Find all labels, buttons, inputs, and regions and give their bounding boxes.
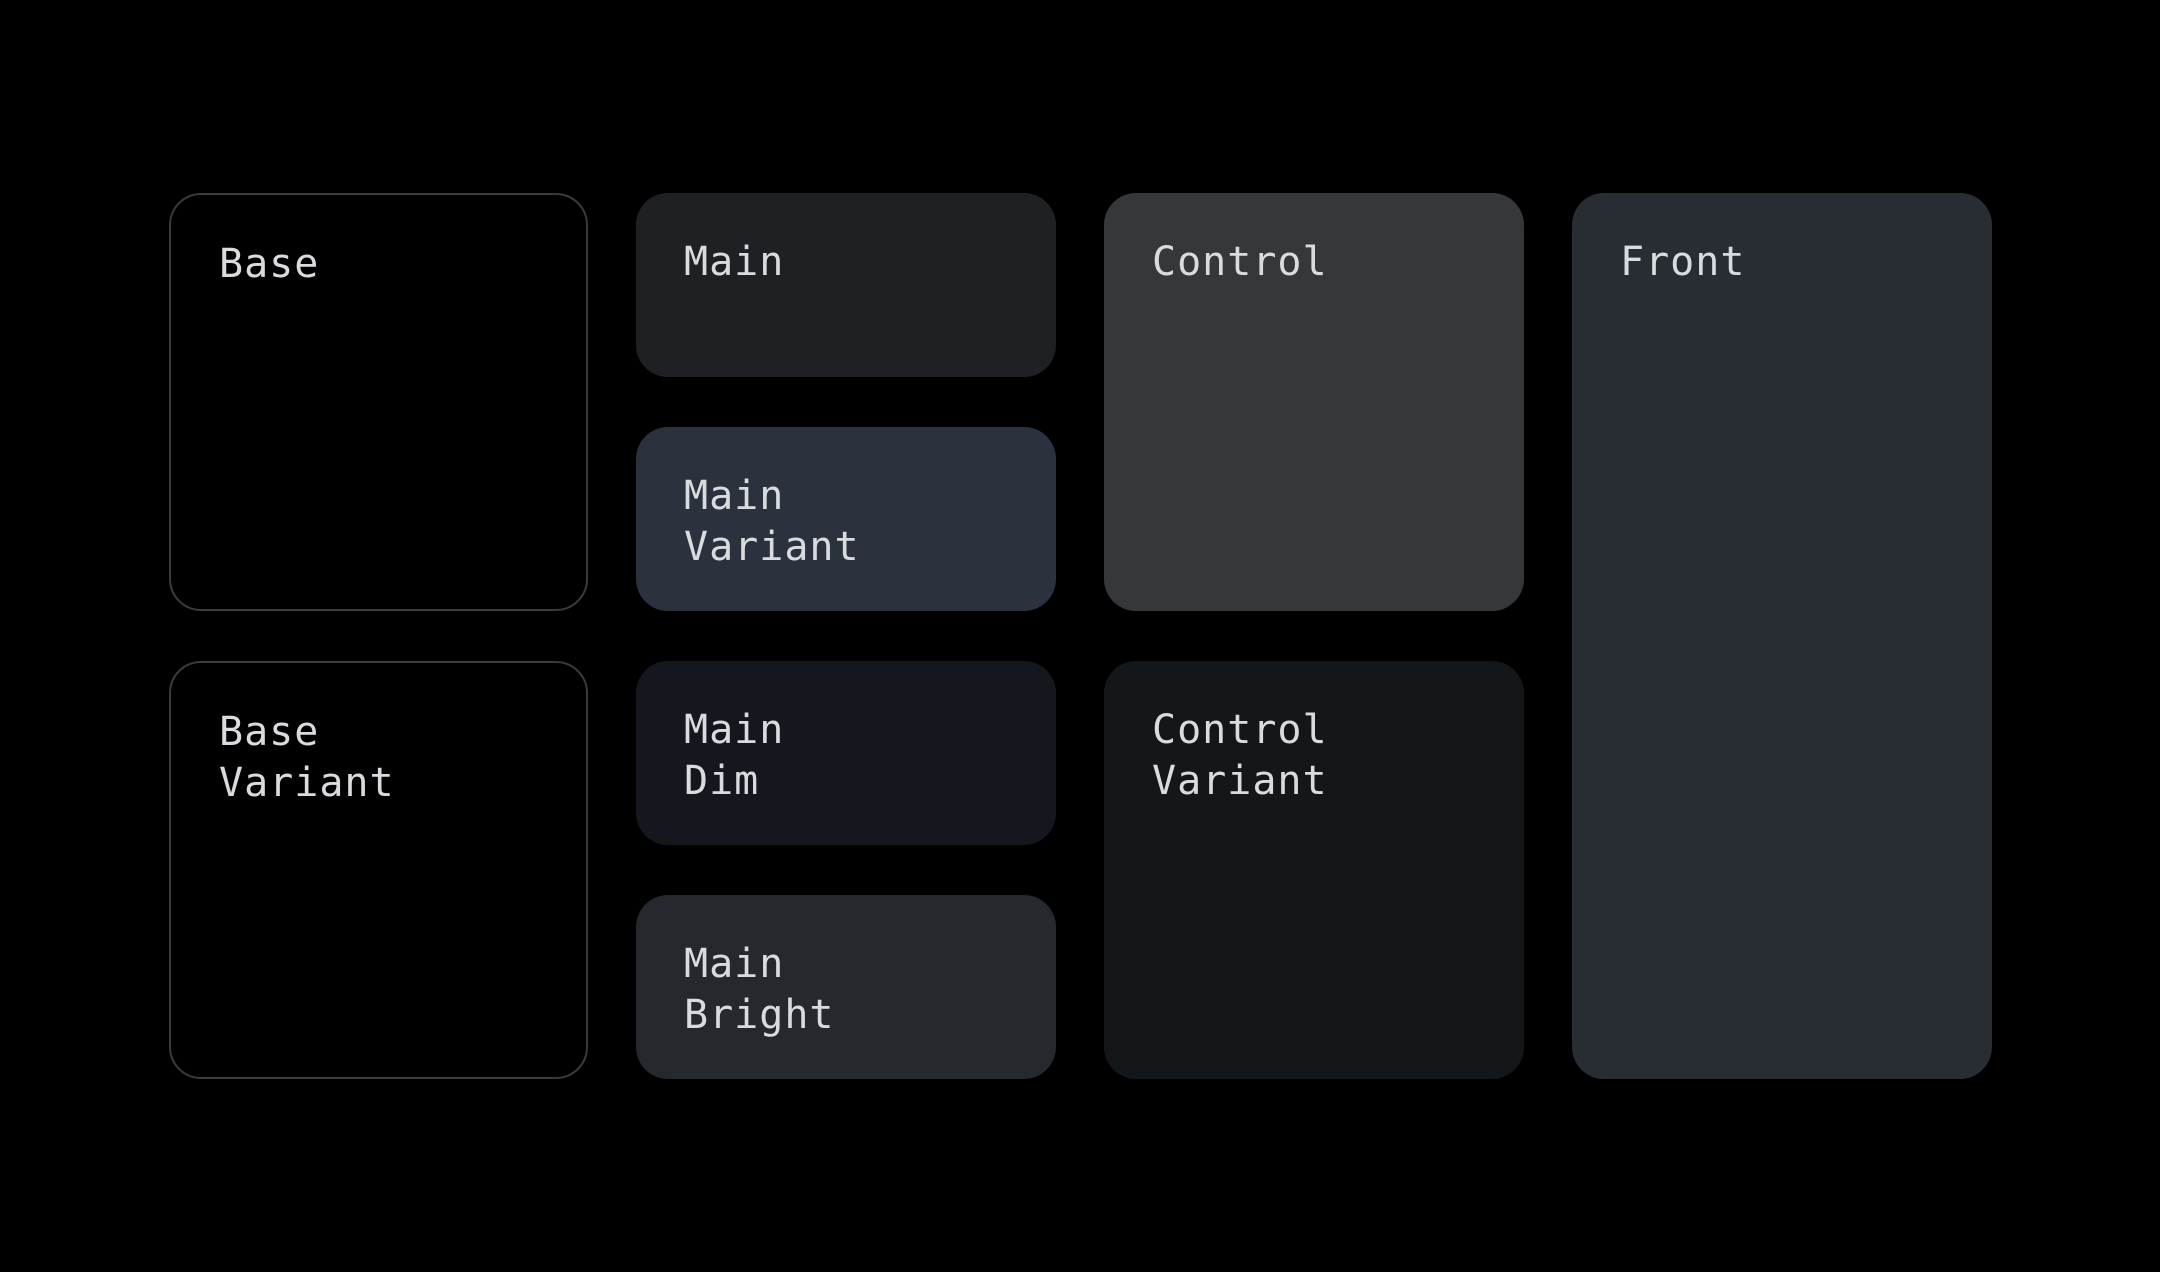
surface-tile-main-bright: Main Bright: [636, 895, 1056, 1079]
surface-tile-main-variant: Main Variant: [636, 427, 1056, 611]
tile-label: Base: [219, 241, 320, 287]
surface-tile-front: Front: [1572, 193, 1992, 1079]
tile-label: Control Variant: [1152, 707, 1328, 804]
tile-label: Main Bright: [684, 941, 835, 1038]
surface-tile-control: Control: [1104, 193, 1524, 611]
tile-label: Main Variant: [684, 473, 860, 570]
tile-label: Main Dim: [684, 707, 785, 804]
surface-tile-base: Base: [169, 193, 588, 611]
tile-label: Control: [1152, 239, 1328, 285]
surface-tile-main-dim: Main Dim: [636, 661, 1056, 845]
tile-label: Main: [684, 239, 785, 285]
surface-tile-base-variant: Base Variant: [169, 661, 588, 1079]
surface-tile-control-variant: Control Variant: [1104, 661, 1524, 1079]
tile-label: Front: [1620, 239, 1746, 285]
surface-tile-main: Main: [636, 193, 1056, 377]
tile-label: Base Variant: [219, 709, 395, 806]
